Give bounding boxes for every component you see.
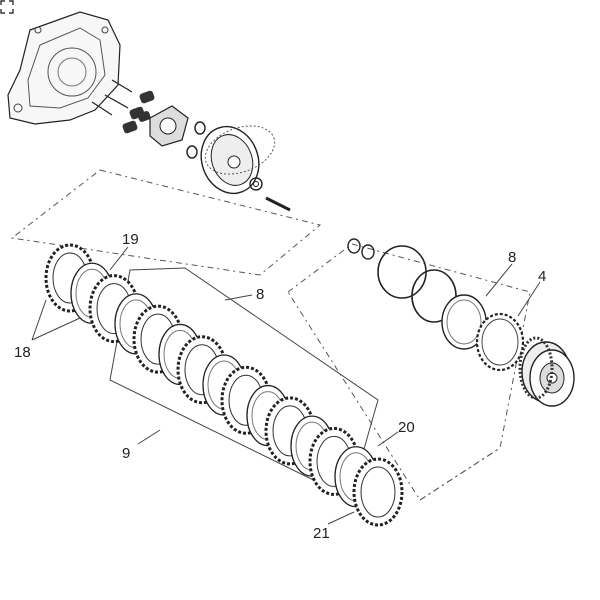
callout-9: 9 [122,445,130,462]
cam-hub [149,105,189,147]
friction-plate-4 [475,312,525,372]
pressure-plate [200,125,276,195]
circlip-washer [347,238,375,260]
o-rings [186,121,206,159]
bearing-washer [249,177,263,191]
lower-dash-line [419,447,501,501]
callout-8-left: 8 [256,286,264,303]
callout-19: 19 [122,231,139,248]
damper-rubbers [122,90,155,134]
pushrod [265,195,291,212]
spring-ring-1 [377,245,427,299]
callout-8-right: 8 [508,249,516,266]
cover-bolts [91,79,133,116]
clutch-disc-stack [44,243,404,527]
expand-icon[interactable] [0,0,14,14]
clutch-cover-icon [7,11,121,125]
callout-18: 18 [14,344,31,361]
leader-lines [31,246,541,525]
callout-21: 21 [313,525,330,542]
right-dash-box [287,243,531,501]
friction-disc [352,457,404,527]
callout-4: 4 [538,268,546,285]
clutch-basket-icon [518,336,575,407]
upper-dash-box [10,169,322,276]
callout-20: 20 [398,419,415,436]
